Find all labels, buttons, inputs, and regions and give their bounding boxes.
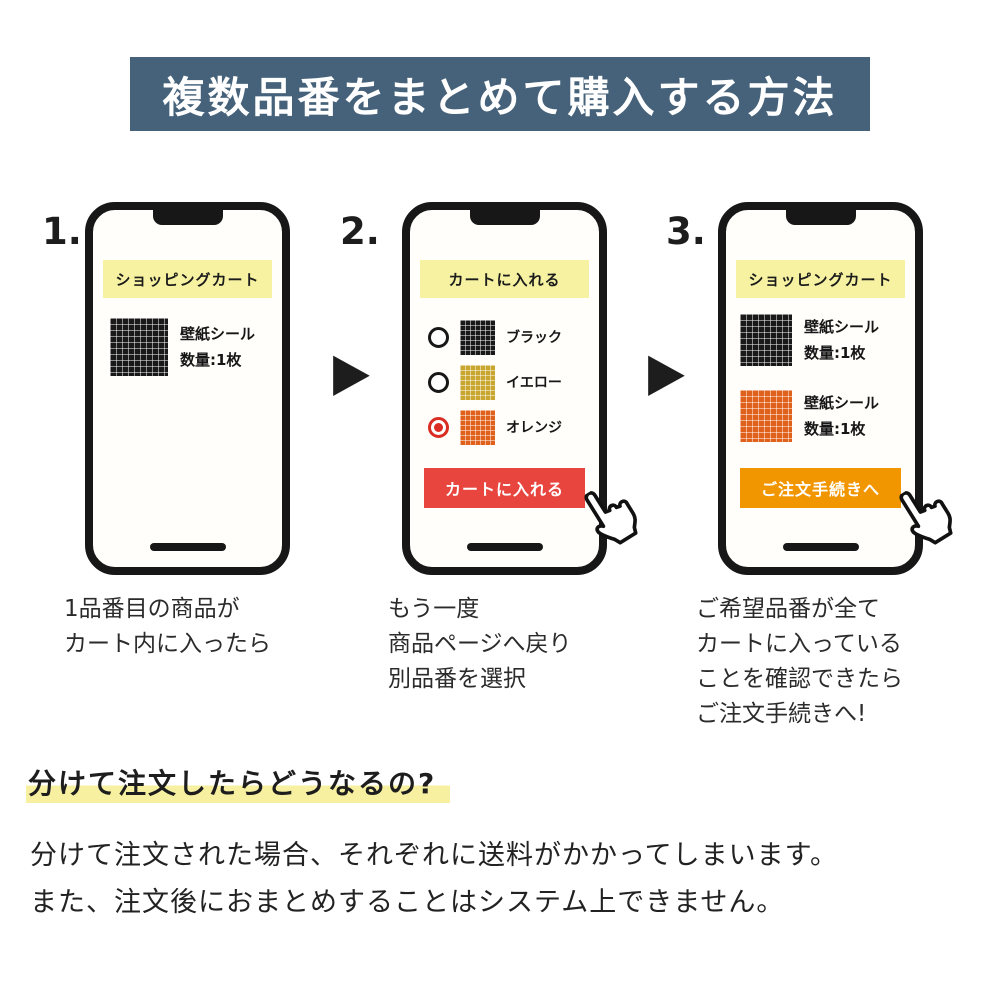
color-option-label: オレンジ <box>506 420 562 436</box>
product-swatch-icon <box>110 318 168 376</box>
phone-notch <box>469 209 540 225</box>
step-3-caption: ご希望品番が全て カートに入っている ことを確認できたら ご注文手続きへ! <box>696 596 903 727</box>
color-option-black[interactable]: ブラック <box>428 317 562 357</box>
color-option-label: イエロー <box>506 375 562 391</box>
color-swatch-icon <box>460 319 495 355</box>
phone-step-2: カートに入れる ブラック イエロー オレンジ カートに入れる <box>402 202 607 575</box>
home-indicator <box>782 543 859 551</box>
home-indicator <box>466 543 543 551</box>
cart-item: 壁紙シール 数量:1枚 <box>110 318 255 376</box>
cart-item: 壁紙シール 数量:1枚 <box>740 390 879 443</box>
step-2-caption: もう一度 商品ページへ戻り 別品番を選択 <box>388 596 572 692</box>
cart-item: 壁紙シール 数量:1枚 <box>740 314 879 367</box>
cart-item-label: 壁紙シール 数量:1枚 <box>804 318 880 363</box>
step-3-number: 3. <box>666 210 706 253</box>
color-option-label: ブラック <box>506 330 562 346</box>
product-swatch-icon <box>740 390 792 443</box>
cart-item-label: 壁紙シール 数量:1枚 <box>180 324 256 369</box>
color-swatch-icon <box>460 409 495 445</box>
faq-body-text: 分けて注文された場合、それぞれに送料がかかってしまいます。 また、注文後におまと… <box>30 840 838 918</box>
color-option-orange[interactable]: オレンジ <box>428 407 562 447</box>
phone-notch <box>152 209 223 225</box>
color-swatch-icon <box>460 364 495 400</box>
faq-heading-text: 分けて注文したらどうなるの? <box>26 767 451 803</box>
step-2-number: 2. <box>340 210 380 253</box>
step-1-number: 1. <box>42 210 82 253</box>
phone-step-1: ショッピングカート 壁紙シール 数量:1枚 <box>85 202 290 575</box>
product-screen-title: カートに入れる <box>420 260 589 298</box>
faq-heading: 分けて注文したらどうなるの? <box>26 762 451 803</box>
checkout-button[interactable]: ご注文手続きへ <box>740 468 901 508</box>
step-1-caption: 1品番目の商品が カート内に入ったら <box>64 596 271 657</box>
radio-icon[interactable] <box>428 371 449 393</box>
right-arrow-icon: ▶ <box>333 341 370 403</box>
radio-selected-icon[interactable] <box>428 416 449 438</box>
home-indicator <box>149 543 226 551</box>
right-arrow-icon: ▶ <box>648 341 685 403</box>
title-banner: 複数品番をまとめて購入する方法 <box>130 57 870 131</box>
add-to-cart-button[interactable]: カートに入れる <box>424 468 585 508</box>
phone-step-3: ショッピングカート 壁紙シール 数量:1枚 壁紙シール 数量:1枚 ご注文手続き… <box>718 202 923 575</box>
radio-icon[interactable] <box>428 326 449 348</box>
cart-screen-title: ショッピングカート <box>103 260 272 298</box>
hand-cursor-icon <box>584 491 638 545</box>
color-option-yellow[interactable]: イエロー <box>428 362 562 402</box>
hand-cursor-icon <box>899 491 953 545</box>
product-swatch-icon <box>740 314 792 367</box>
cart-screen-title: ショッピングカート <box>736 260 905 298</box>
page-title: 複数品番をまとめて購入する方法 <box>162 72 838 122</box>
cart-item-label: 壁紙シール 数量:1枚 <box>804 394 880 439</box>
phone-notch <box>785 209 856 225</box>
